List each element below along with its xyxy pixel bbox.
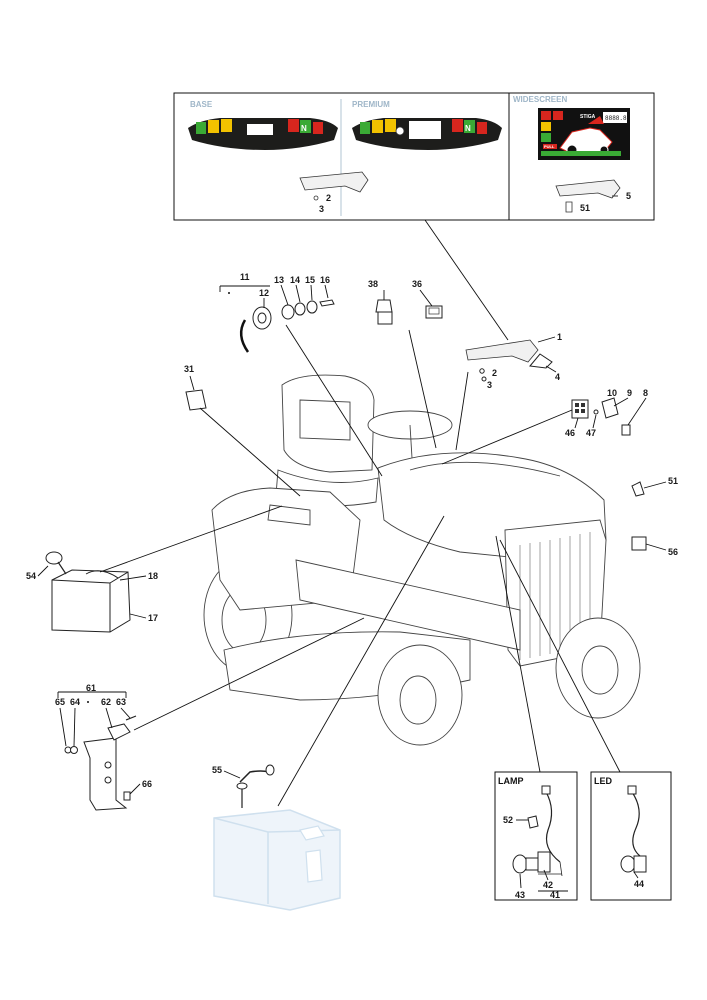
callout-42: 42 [543, 880, 553, 890]
callout-61: 61 [86, 683, 96, 693]
callout-62: 62 [101, 697, 111, 707]
base-dash-n-letter: N [301, 124, 307, 133]
callout-12: 12 [259, 288, 269, 298]
callout-18: 18 [148, 571, 158, 581]
widescreen-brand-logo: STIGA [580, 114, 596, 120]
callout-4: 4 [555, 372, 560, 382]
callout-52: 52 [503, 815, 513, 825]
callout-13: 13 [274, 275, 284, 285]
premium-dashboard: N [352, 118, 502, 150]
battery-part [45, 551, 131, 633]
callout-15: 15 [305, 275, 315, 285]
callout-16: 16 [320, 275, 330, 285]
callout-9: 9 [627, 388, 632, 398]
callout-51: 51 [668, 476, 678, 486]
tractor-outline [203, 374, 641, 746]
callout-64: 64 [70, 697, 80, 707]
callout-3: 3 [487, 380, 492, 390]
callout-66: 66 [142, 779, 152, 789]
fuel-tank-part [213, 764, 341, 911]
widescreen-dash-cover [555, 179, 621, 213]
callout-2-top: 2 [326, 193, 331, 203]
lamp-box-title: LAMP [498, 776, 524, 786]
led-box-title: LED [594, 776, 613, 786]
callout-5: 5 [626, 191, 631, 201]
callout-44: 44 [634, 879, 644, 889]
lamp-box: LAMP [494, 771, 578, 901]
callout-41: 41 [550, 890, 560, 900]
base-dash-cover [299, 171, 369, 201]
seat-switch-bracket [64, 715, 137, 811]
callout-36: 36 [412, 279, 422, 289]
callout-47: 47 [586, 428, 596, 438]
dash-cover-part [465, 339, 539, 363]
callout-8: 8 [643, 388, 648, 398]
led-box: LED [590, 771, 672, 901]
base-dashboard: N [188, 118, 338, 150]
callout-63: 63 [116, 697, 126, 707]
callout-38: 38 [368, 279, 378, 289]
callout-65: 65 [55, 697, 65, 707]
premium-dash-n-letter: N [465, 124, 471, 133]
callout-31: 31 [184, 364, 194, 374]
callout-54: 54 [26, 571, 36, 581]
callout-17: 17 [148, 613, 158, 623]
callout-51-top: 51 [580, 203, 590, 213]
widescreen-display: STIGA 8888.8 PULL [538, 108, 630, 160]
callout-11: 11 [240, 272, 250, 282]
callout-2: 2 [492, 368, 497, 378]
callout-56: 56 [668, 547, 678, 557]
callout-43: 43 [515, 890, 525, 900]
callout-10: 10 [607, 388, 617, 398]
callout-55: 55 [212, 765, 222, 775]
variant-premium-caption: PREMIUM [352, 100, 390, 109]
widescreen-readout: 8888.8 [605, 115, 627, 122]
variant-widescreen-caption: WIDESCREEN [513, 95, 567, 104]
callout-3-top: 3 [319, 204, 324, 214]
callout-14: 14 [290, 275, 300, 285]
callout-1: 1 [557, 332, 562, 342]
widescreen-pull-label: PULL [544, 144, 555, 149]
variant-base-caption: BASE [190, 100, 213, 109]
dashboard-variants-box: BASE PREMIUM WIDESCREEN N 2 3 [173, 92, 655, 221]
callout-46: 46 [565, 428, 575, 438]
